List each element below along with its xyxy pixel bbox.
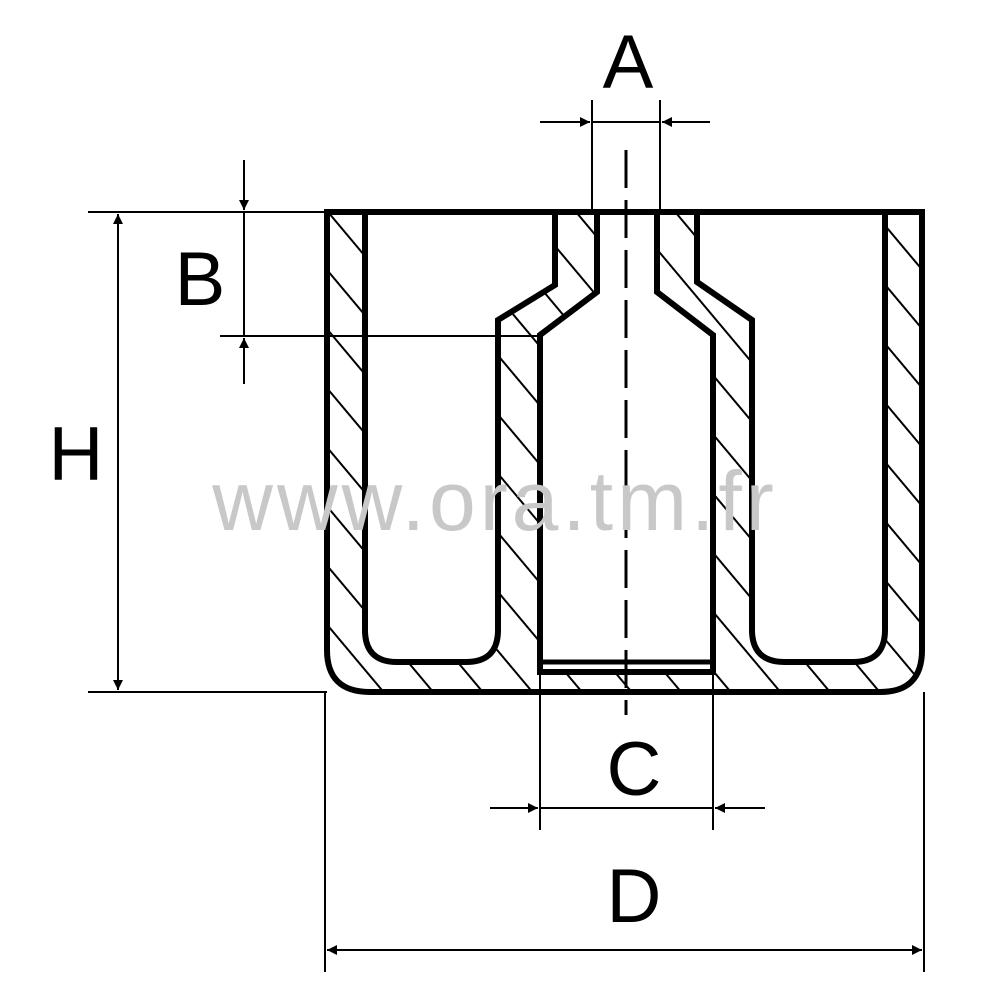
dimension-label-c: C (607, 727, 662, 812)
right-pocket (694, 209, 888, 665)
watermark: www.ora.tm.fr (211, 454, 777, 548)
left-pocket (362, 209, 558, 665)
dimension-label-b: B (175, 237, 226, 322)
dimension-label-d: D (607, 854, 662, 939)
dimension-lines (88, 100, 925, 972)
dimension-label-h: H (49, 412, 104, 497)
dimension-label-a: A (603, 20, 654, 105)
